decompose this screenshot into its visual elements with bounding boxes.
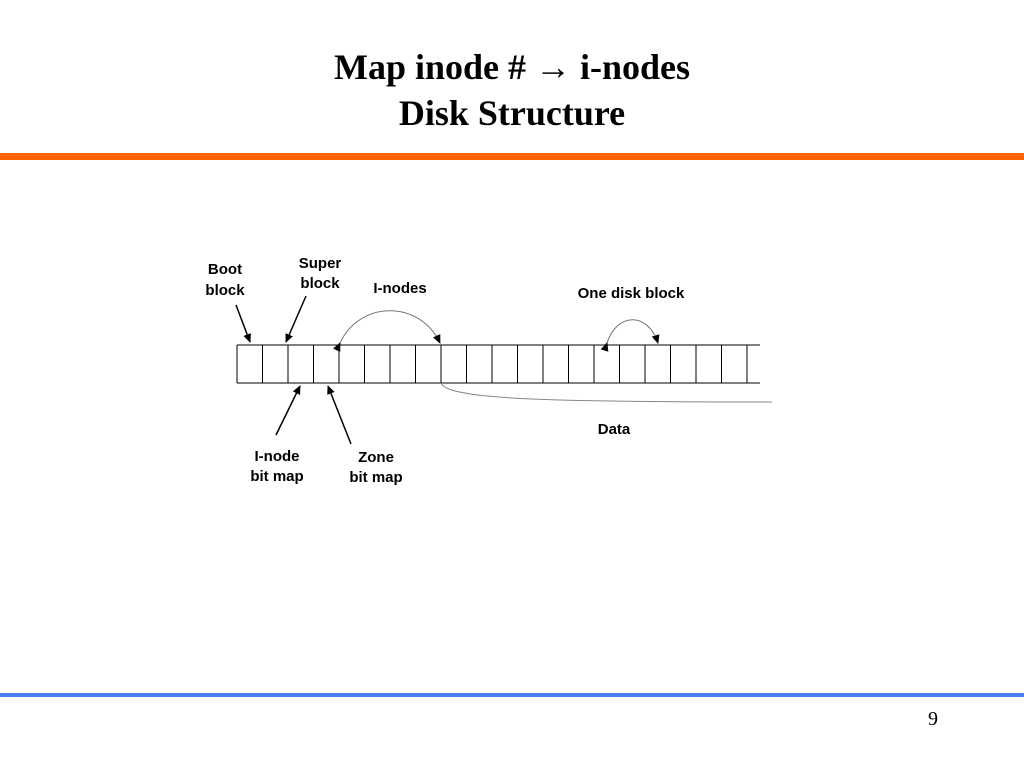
zone-bitmap-label-line2: bit map	[349, 469, 402, 486]
super-block-label-line2: block	[300, 275, 340, 292]
one-disk-block-arc	[600, 319, 660, 352]
boot-block-label-line1: Boot	[208, 261, 242, 278]
disk-block-strip	[236, 344, 760, 384]
inode-bitmap-label-line2: bit map	[250, 468, 303, 485]
zone-bitmap-arrow	[327, 385, 352, 445]
super-block-arrow	[285, 295, 307, 343]
top-divider	[0, 153, 1024, 160]
inode-bitmap-arrow	[275, 385, 301, 436]
boot-block-label-line2: block	[205, 282, 245, 299]
bottom-divider	[0, 693, 1024, 697]
slide-title: Map inode # → i-nodes Disk Structure	[0, 44, 1024, 136]
data-region-curve	[440, 382, 773, 403]
inode-bitmap-label-line1: I-node	[255, 448, 300, 465]
i-nodes-label: I-nodes	[373, 280, 426, 297]
one-disk-block-label: One disk block	[578, 285, 685, 302]
data-label: Data	[598, 421, 631, 438]
i-nodes-arc	[332, 310, 441, 352]
page-number: 9	[928, 708, 938, 730]
title-line-1: Map inode # → i-nodes	[333, 47, 691, 87]
super-block-label-line1: Super	[299, 255, 342, 272]
block-dividers	[236, 345, 748, 383]
zone-bitmap-label-line1: Zone	[358, 449, 394, 466]
title-line-2: Disk Structure	[398, 93, 626, 133]
boot-block-arrow	[235, 304, 251, 343]
